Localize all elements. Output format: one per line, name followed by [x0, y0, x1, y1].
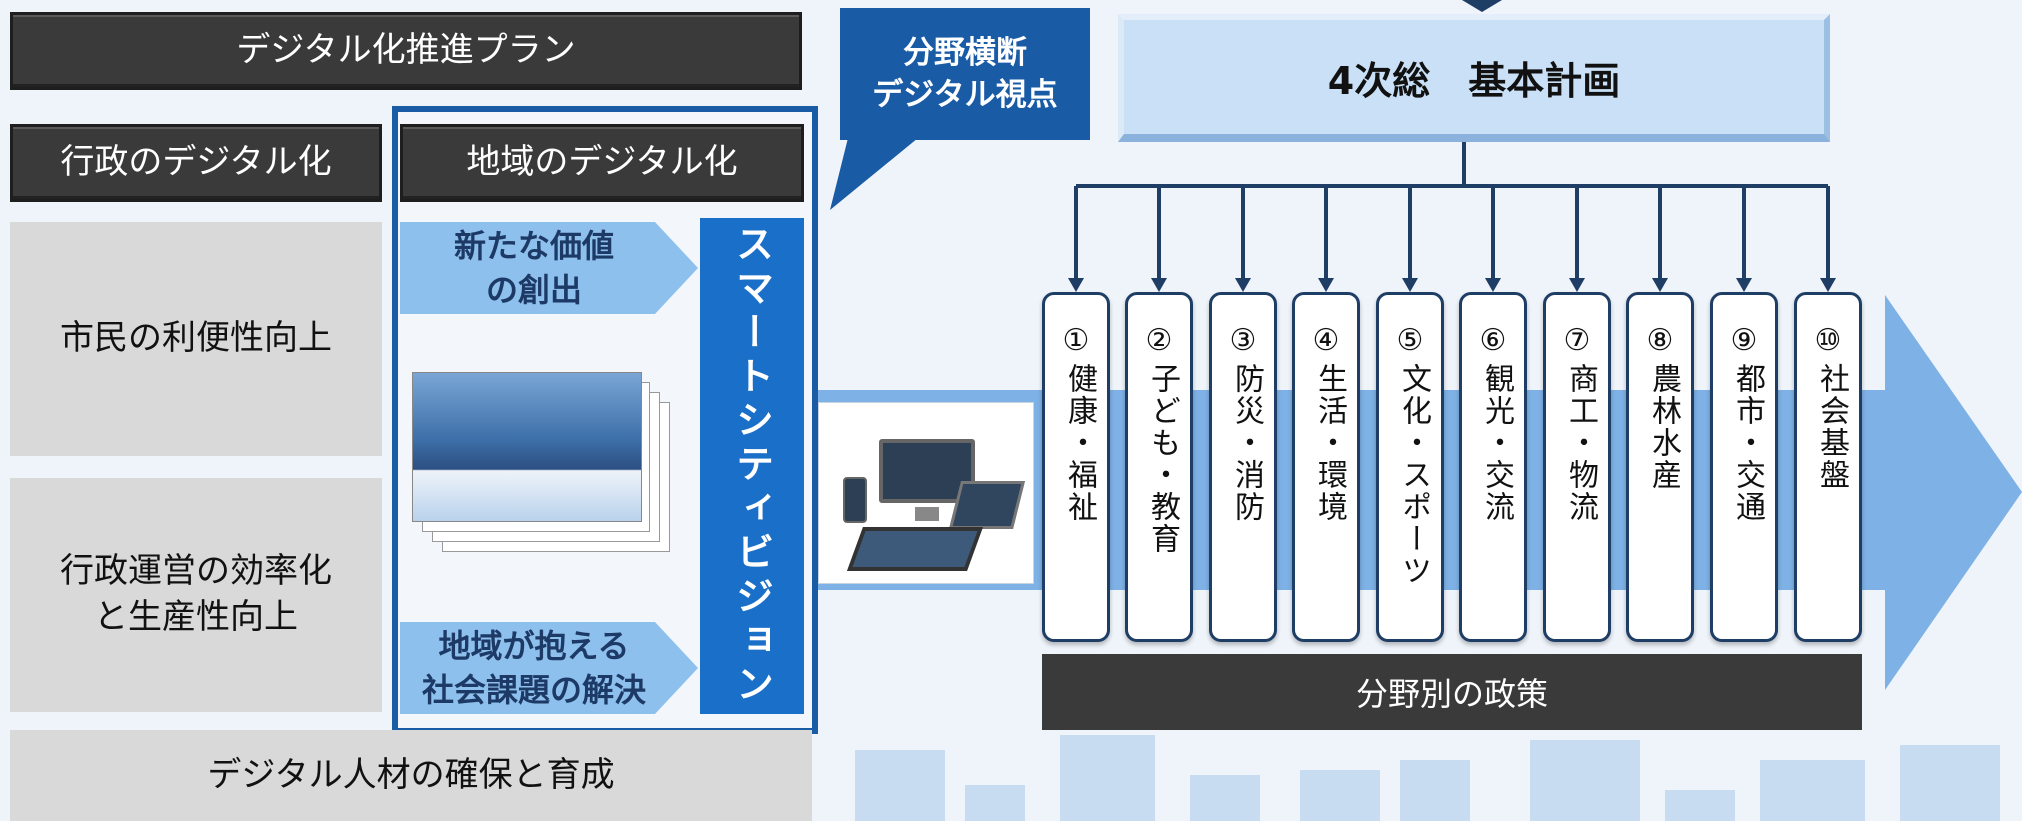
skyline-building [965, 785, 1025, 821]
master-plan-title: 4次総 基本計画 [1327, 58, 1621, 103]
field-number: ⑧ [1646, 323, 1674, 358]
field-box-10: ⑩ 社会基盤 [1794, 292, 1862, 642]
field-label: 文化・スポーツ [1396, 363, 1431, 587]
skyline-building [1900, 745, 2000, 821]
field-box-5: ⑤ 文化・スポーツ [1376, 292, 1444, 642]
devices-image [818, 402, 1034, 584]
field-label: 健康・福祉 [1062, 363, 1097, 523]
field-number: ③ [1229, 323, 1257, 358]
field-box-8: ⑧ 農林水産 [1626, 292, 1694, 642]
field-box-6: ⑥ 観光・交流 [1459, 292, 1527, 642]
field-label: 商工・物流 [1563, 363, 1598, 523]
callout-tail [830, 138, 918, 210]
field-number: ⑥ [1479, 323, 1507, 358]
field-label: 社会基盤 [1814, 363, 1849, 491]
skyline-building [1665, 790, 1735, 821]
field-number: ⑤ [1396, 323, 1424, 358]
field-box-7: ⑦ 商工・物流 [1543, 292, 1611, 642]
field-label: 観光・交流 [1479, 363, 1514, 523]
cross-field-callout: 分野横断 デジタル視点 [840, 8, 1090, 140]
field-number: ⑨ [1730, 323, 1758, 358]
field-label: 農林水産 [1646, 363, 1681, 491]
talent-label: デジタル人材の確保と育成 [207, 754, 615, 795]
field-box-3: ③ 防災・消防 [1209, 292, 1277, 642]
master-plan-box: 4次総 基本計画 [1118, 14, 1830, 142]
skyline-building [1060, 735, 1155, 821]
new-value-arrow-shape [400, 222, 698, 314]
brochure-image [412, 372, 682, 562]
skyline-building [855, 750, 945, 821]
social-issues-label: 地域が抱える 社会課題の解決 [421, 627, 646, 709]
field-number: ⑩ [1814, 323, 1842, 358]
field-box-1: ① 健康・福祉 [1042, 292, 1110, 642]
field-number: ① [1062, 323, 1090, 358]
field-label: 都市・交通 [1730, 363, 1765, 523]
field-box-9: ⑨ 都市・交通 [1710, 292, 1778, 642]
field-label: 生活・環境 [1312, 363, 1347, 523]
field-number: ④ [1312, 323, 1340, 358]
new-value-label: 新たな価値 の創出 [453, 227, 614, 309]
admin-digital-label: 行政のデジタル化 [60, 142, 332, 183]
field-label: 防災・消防 [1229, 363, 1264, 523]
plan-title-bar: デジタル化推進プラン [10, 12, 802, 90]
social-issues-arrow-shape [400, 622, 698, 714]
regional-digital-label: 地域のデジタル化 [466, 142, 738, 183]
skyline-building [1400, 760, 1470, 821]
smart-city-vision-box: スマートシティビジョン [700, 218, 804, 714]
field-label: 子ども・教育 [1145, 363, 1180, 555]
field-box-2: ② 子ども・教育 [1125, 292, 1193, 642]
field-number: ⑦ [1563, 323, 1591, 358]
plan-title: デジタル化推進プラン [236, 30, 576, 71]
policies-by-field-label: 分野別の政策 [1355, 675, 1548, 713]
admin-efficiency-label: 行政運営の効率化 と生産性向上 [60, 551, 332, 637]
admin-efficiency-box: 行政運営の効率化 と生産性向上 [10, 478, 382, 712]
top-arrow-tip [1462, 0, 1502, 12]
skyline-building [1190, 775, 1260, 821]
skyline-building [1530, 740, 1640, 821]
citizen-convenience-label: 市民の利便性向上 [60, 318, 332, 359]
regional-digital-header: 地域のデジタル化 [400, 124, 804, 202]
cross-field-callout-text: 分野横断 デジタル視点 [872, 35, 1058, 113]
field-number: ② [1145, 323, 1173, 358]
talent-box: デジタル人材の確保と育成 [10, 730, 812, 821]
citizen-convenience-box: 市民の利便性向上 [10, 222, 382, 456]
admin-digital-header: 行政のデジタル化 [10, 124, 382, 202]
smart-city-vision-label: スマートシティビジョン [729, 224, 774, 708]
policies-by-field-bar: 分野別の政策 [1042, 654, 1862, 730]
skyline-building [1760, 760, 1865, 821]
field-box-4: ④ 生活・環境 [1292, 292, 1360, 642]
skyline-building [1300, 770, 1380, 821]
